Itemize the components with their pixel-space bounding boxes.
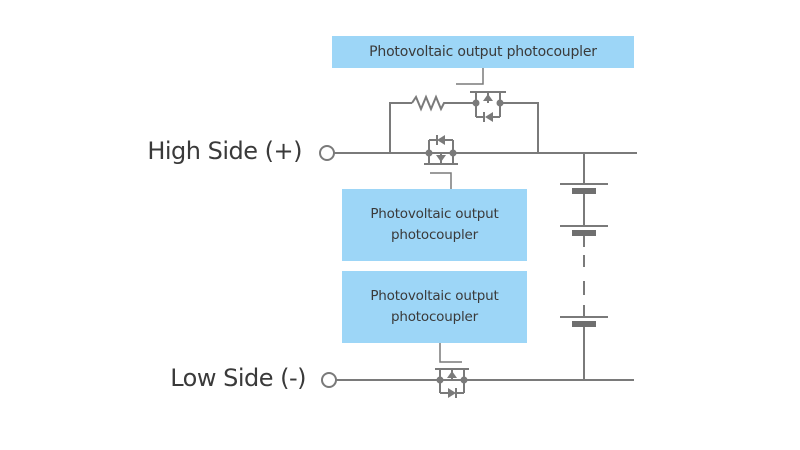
low-side-photocoupler-box: Photovoltaic output photocoupler (342, 271, 527, 343)
battery-cells-icon (560, 183, 608, 327)
resistor-icon (411, 94, 447, 112)
photocoupler-label-line2: photocoupler (391, 309, 478, 325)
mid-gate-wire (430, 172, 452, 189)
low-side-label: Low Side (-) (170, 364, 306, 392)
top-gate-wire (476, 68, 484, 85)
low-side-mosfet-icon (435, 368, 469, 398)
precharge-photocoupler-box: Photovoltaic output photocoupler (332, 36, 634, 68)
precharge-mosfet-icon (470, 91, 506, 122)
precharge-wire-right (500, 102, 539, 153)
low-side-terminal-icon[interactable] (321, 372, 337, 388)
high-side-photocoupler-box: Photovoltaic output photocoupler (342, 189, 527, 261)
photocoupler-label-line1: Photovoltaic output (370, 288, 499, 304)
photocoupler-label-line2: photocoupler (391, 227, 478, 243)
high-side-label: High Side (+) (147, 137, 302, 165)
low-gate-wire (439, 343, 462, 363)
photocoupler-label-line1: Photovoltaic output (370, 206, 499, 222)
photocoupler-label: Photovoltaic output photocoupler (369, 43, 597, 60)
precharge-wire-left (389, 102, 412, 153)
high-side-mosfet-icon (424, 135, 458, 165)
high-side-terminal-icon[interactable] (319, 145, 335, 161)
